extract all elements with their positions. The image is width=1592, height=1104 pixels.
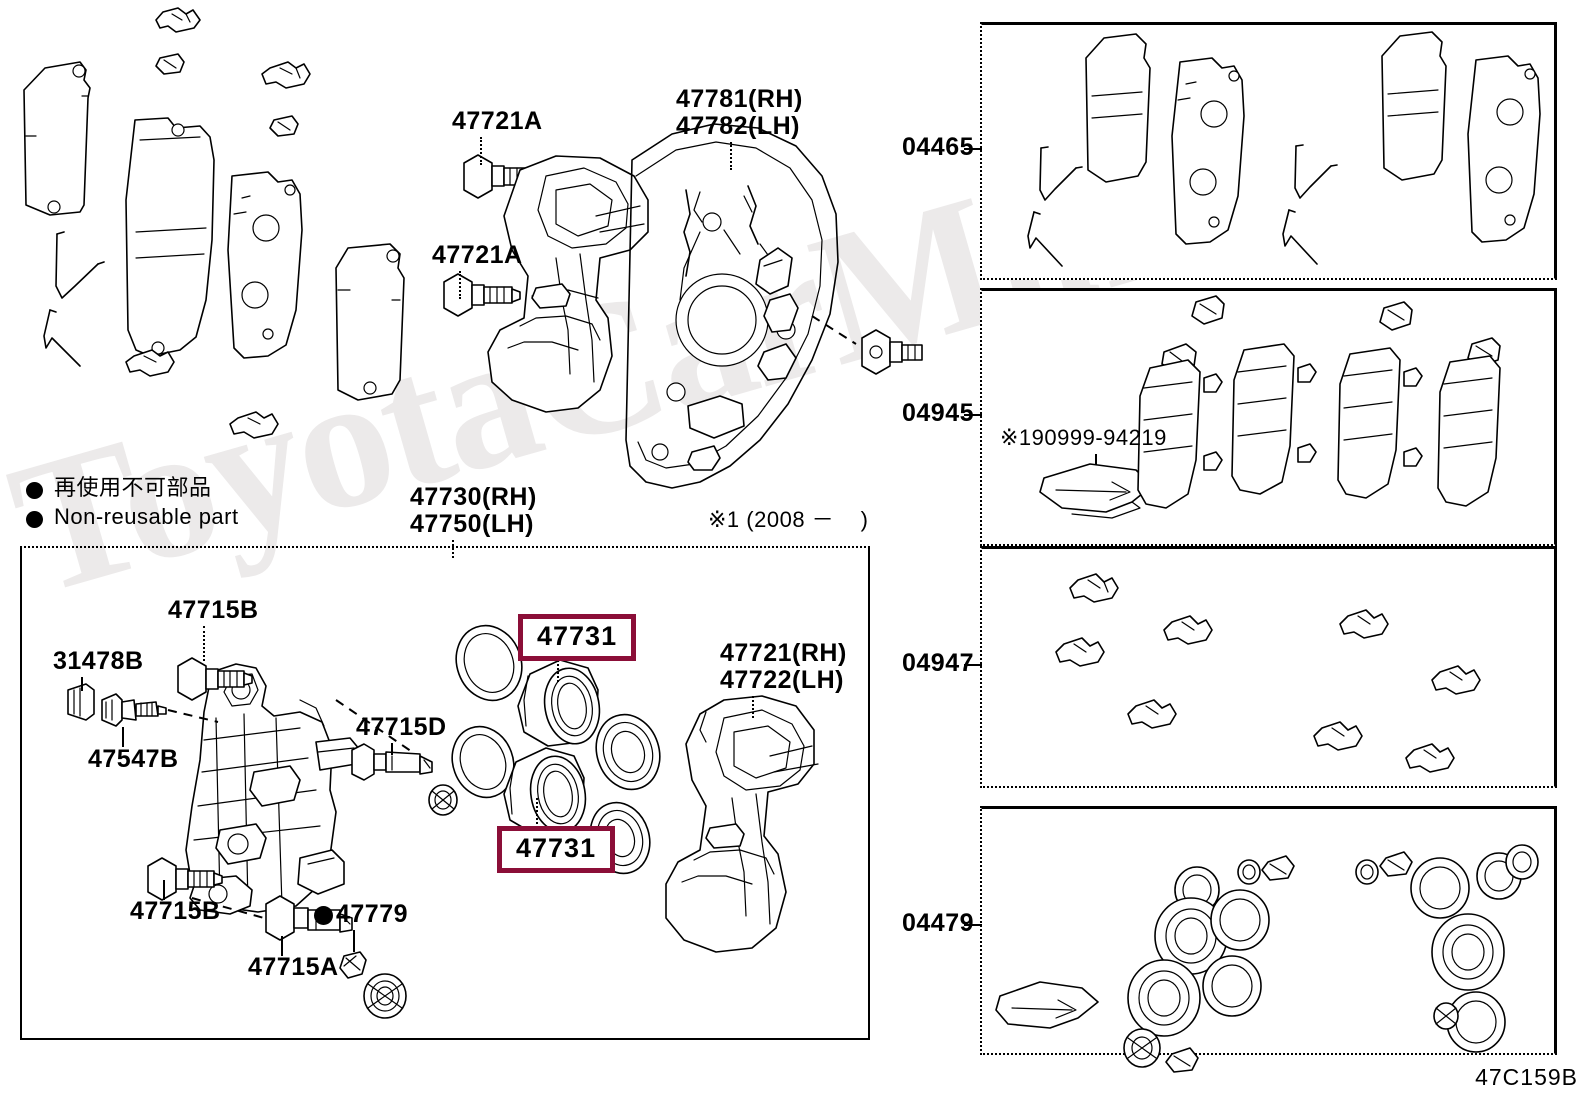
leader-47779 <box>353 930 355 952</box>
diagram-code: 47C159B <box>1475 1064 1578 1090</box>
leader-47781 <box>730 142 732 170</box>
leader-04465 <box>964 148 982 150</box>
label-47781-47782: 47781(RH) 47782(LH) <box>676 85 803 140</box>
leader-47715d <box>391 743 393 755</box>
leader-47715a <box>281 936 283 956</box>
highlight-47731-lower-text: 47731 <box>516 833 597 863</box>
label-47715b-bottom: 47715B <box>130 897 221 925</box>
leader-04947 <box>964 664 982 666</box>
legend-english: Non-reusable part <box>54 504 239 529</box>
label-47547b: 47547B <box>88 745 179 773</box>
dust-shield <box>625 123 839 489</box>
leader-04479 <box>964 924 982 926</box>
kit-cloth-number: ※190999-94219 <box>1000 425 1167 450</box>
label-47715b-top: 47715B <box>168 596 259 624</box>
label-47721a-upper: 47721A <box>452 107 543 135</box>
panel-04479-number: 04479 <box>902 909 975 937</box>
note-1-text: ※1 (2008 － ) <box>708 507 869 532</box>
pad-group-topleft <box>23 7 405 439</box>
leader-47721a-upper <box>480 137 482 165</box>
leader-47715b-top <box>203 626 205 661</box>
highlight-47731-lower[interactable]: 47731 <box>497 826 616 873</box>
panel-04945 <box>980 288 1557 546</box>
panel-04479 <box>980 806 1557 1055</box>
leader-47721-47722 <box>752 696 754 718</box>
leader-04945 <box>964 414 982 416</box>
panel-04947-number: 04947 <box>902 649 975 677</box>
label-47715a: 47715A <box>248 953 339 981</box>
highlight-47731-upper-text: 47731 <box>537 621 618 651</box>
leader-47721a-lower <box>459 271 461 299</box>
label-31478b: 31478B <box>53 647 144 675</box>
legend-bullet-47779 <box>314 906 333 925</box>
label-47721-47722: 47721(RH) 47722(LH) <box>720 639 847 694</box>
leader-47730 <box>452 540 454 558</box>
caliper-bracket-upper <box>487 155 649 413</box>
panel-04947 <box>980 546 1557 788</box>
dust-shield-bolt <box>811 315 923 375</box>
bolt-47721a-upper <box>463 154 543 199</box>
leader-47547b <box>122 727 124 747</box>
label-47730-47750: 47730(RH) 47750(LH) <box>410 483 537 538</box>
legend-japanese: 再使用不可部品 <box>54 475 212 500</box>
bolt-47721a-lower <box>443 273 521 317</box>
label-47779: 47779 <box>336 900 409 928</box>
leader-kit-cloth <box>1095 454 1097 478</box>
highlight-47731-upper[interactable]: 47731 <box>518 614 637 661</box>
panel-04945-number: 04945 <box>902 399 975 427</box>
caliper-detail-box <box>20 546 870 1040</box>
panel-04465-number: 04465 <box>902 133 975 161</box>
label-47715d: 47715D <box>356 713 447 741</box>
label-47721a-lower: 47721A <box>432 241 523 269</box>
leader-47731-upper <box>557 660 559 682</box>
leader-31478b <box>81 677 83 691</box>
legend-bullet-japanese <box>26 482 43 499</box>
leader-47731-lower <box>536 798 538 828</box>
legend-bullet-english <box>26 511 43 528</box>
panel-04465 <box>980 22 1557 280</box>
